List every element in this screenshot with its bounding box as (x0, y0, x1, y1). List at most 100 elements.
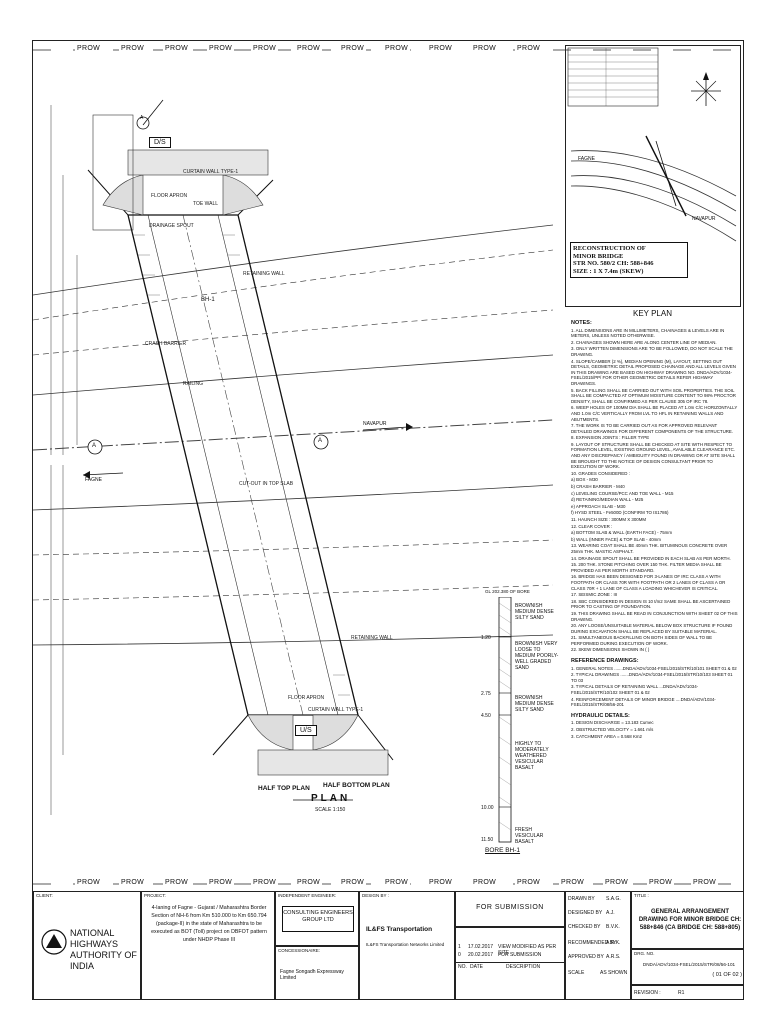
prow-label: PROW (383, 879, 410, 886)
prow-label: PROW (295, 45, 322, 52)
bore-depth: 11.50 (481, 837, 494, 843)
key-plan-navapur: NAVAPUR (692, 216, 716, 222)
rev-date: 17.02.2017 (468, 944, 494, 950)
plan-note: DRAINAGE SPOUT (149, 223, 194, 229)
rev-desc: FOR SUBMISSION (498, 952, 542, 958)
staff-cell: DRAWN BY S.A.G. DESIGNED BY A.J. CHECKED… (565, 891, 631, 999)
note-item: 3. TYPICAL DETAILS OF RETAINING WALL ...… (571, 684, 699, 696)
design-cell: DESIGN BY : IL&FS Transportation IL&FS T… (359, 891, 455, 999)
prow-label: PROW (119, 45, 146, 52)
reference-heading: REFERENCE DRAWINGS: (571, 658, 639, 665)
engineer-cell: INDEPENDENT ENGINEER: CONSULTING ENGINEE… (275, 891, 359, 946)
design-name: IL&FS Transportation (366, 926, 433, 933)
note-item: f) HYSD STEEL - Fe500D (CONFIRM TO IS178… (571, 510, 669, 516)
notes-heading: NOTES: (571, 320, 592, 326)
ds-label: D/S (149, 137, 171, 148)
staff-role: SCALE (568, 970, 585, 976)
staff-role: DESIGNED BY (568, 910, 603, 916)
rev-desc: VIEW MODIFIED AS PER SITE (498, 944, 557, 956)
plan-title: PLAN (311, 793, 351, 804)
prow-label: PROW (559, 879, 586, 886)
note-item: a) BOTTOM SLAB & WALL (EARTH FACE) - 75m… (571, 530, 673, 536)
drg-no: DNDA/ADV/1034-FSEL/2015/STR/08/56-101 (642, 962, 736, 967)
bh-label: BH-1 (201, 297, 215, 303)
note-item: d) RETAINING/MEDIAN WALL - M25 (571, 497, 644, 503)
concessionaire-caption: CONCESSIONAIRE: (278, 948, 321, 953)
note-item: 14. DRAINAGE SPOUT SHALL BE PROVIDED IN … (571, 555, 731, 561)
prow-label: PROW (427, 45, 454, 52)
rev-divider (456, 962, 564, 963)
rev-no: 0 (458, 952, 461, 958)
bore-stratum: BROWNISH MEDIUM DENSE SILTY SAND (515, 695, 554, 713)
rev-header: NO. (458, 964, 467, 970)
note-item: 12. CLEAR COVER : (571, 523, 613, 529)
note-item: 11. HAUNCH SIZE : 300MM X 300MM (571, 517, 647, 522)
section-mark-top: A (140, 115, 144, 121)
note-item: a) BOX - M30 (571, 477, 598, 483)
us-label: U/S (295, 725, 317, 736)
note-item: 6. WEEP HOLES OF 100MM DIA SHALL BE PLAC… (571, 405, 738, 422)
note-item: 3. ONLY WRITTEN DIMENSIONS ARE TO BE FOL… (571, 346, 733, 357)
drg-caption: DRG. NO. (634, 951, 655, 956)
project-text: 4-laning of Fagne - Gujarat / Maharashtr… (151, 905, 267, 943)
drawing-title: GENERAL ARRANGEMENT DRAWING FOR MINOR BR… (638, 909, 742, 931)
section-mark-left: A (92, 443, 97, 449)
prow-label: PROW (75, 45, 102, 52)
half-bottom-plan-label: HALF BOTTOM PLAN (323, 782, 390, 789)
bore-depth: 10.00 (481, 805, 494, 811)
reference-list: 1. GENERAL NOTES .......DNDA/ADV/1034-FS… (571, 666, 739, 708)
plan-note: FLOOR APRON (288, 695, 325, 701)
plan-note: RETAINING WALL (351, 635, 393, 641)
note-item: 1. DESIGN DISCHARGE = 13.183 Cumec (571, 720, 654, 726)
navapur-label: NAVAPUR (363, 421, 387, 427)
note-item: 4. SLOPE/CAMBER (2 %), MEDIAN OPENING (M… (571, 358, 736, 386)
prow-label: PROW (515, 879, 542, 886)
staff-name: A.J. (606, 910, 615, 916)
prow-label: PROW (691, 879, 718, 886)
design-caption: DESIGN BY : (362, 893, 389, 898)
bore-stratum: FRESH VESICULAR BASALT (515, 827, 544, 845)
prow-label: PROW (339, 879, 366, 886)
key-plan-caption-line: SIZE : 1 X 7.4m (SKEW) (573, 267, 644, 275)
note-item: 7. THE WORK IS TO BE CARRIED OUT AS FOR … (571, 423, 734, 434)
note-item: 10. GRADES CONSIDERED : (571, 470, 630, 476)
rev-date: 20.02.2017 (468, 952, 494, 958)
note-item: 2. OBSTRUCTED VELOCITY = 1.661 m/s (571, 727, 654, 732)
note-item: b) WALL (INNER FACE) & TOP SLAB - 40mm (571, 536, 661, 542)
concessionaire-name: Fagne Songadh Expressway Limited (280, 969, 344, 981)
prow-label: PROW (251, 45, 278, 52)
project-caption: PROJECT: (144, 893, 166, 898)
drawing-sheet: PROW PROW PROW PROW PROW PROW PROW PROW … (32, 40, 744, 1000)
staff-name: S.A.G. (606, 896, 621, 902)
staff-name: B.V.K. (606, 924, 620, 930)
note-item: 18. SBC CONSIDERED IN DESIGN IS 10 t/m2 … (571, 598, 731, 610)
bore-depth: 4.50 (481, 713, 491, 719)
half-top-plan-label: HALF TOP PLAN (258, 785, 310, 792)
staff-name: AS SHOWN (600, 970, 628, 976)
note-item: 20. ANY LOOSE/UNSUITABLE MATERIAL BELOW … (571, 623, 733, 634)
key-plan-caption-line: MINOR BRIDGE (573, 252, 624, 260)
submission-cell: FOR SUBMISSION (455, 891, 565, 927)
project-cell: PROJECT: 4-laning of Fagne - Gujarat / M… (141, 891, 275, 999)
note-item: 17. SEISMIC ZONE : III (571, 592, 618, 598)
staff-name: A.R.K. (606, 940, 621, 946)
client-caption: CLIENT: (36, 893, 53, 898)
revision-value: R1 (678, 990, 685, 996)
revision-table: 1 17.02.2017 VIEW MODIFIED AS PER SITE 0… (455, 927, 565, 999)
concessionaire-cell: CONCESSIONAIRE: Fagne Songadh Expressway… (275, 946, 359, 999)
key-plan-panel: FAGNE NAVAPUR RECONSTRUCTION OF MINOR BR… (565, 45, 741, 307)
note-item: 22. SKEW DIMENSIONS SHOWN IN ( ) (571, 647, 650, 653)
note-item: 21. SIMULTANEOUS BACKFILLING ON BOTH SID… (571, 635, 713, 646)
plan-drawing (33, 99, 553, 815)
note-item: 13. WEARING COAT SHALL BE 40mm THK. BITU… (571, 543, 728, 554)
note-item: 5. BACK FILLING SHALL BE CARRIED OUT WIT… (571, 387, 736, 404)
revision-caption: REVISION : (634, 990, 661, 996)
note-item: 15. 200 THK. STONE PITCHING OVER 150 THK… (571, 562, 722, 573)
design-sub: IL&FS Transportation Networks Limited (366, 942, 445, 947)
bore-stratum: BROWNISH VERY LOOSE TO MEDIUM POORLY-WEL… (515, 641, 559, 671)
prow-label: PROW (207, 45, 234, 52)
section-mark-right: A (318, 438, 323, 444)
plan-note: RAILING (183, 381, 204, 387)
plan-note: RETAINING WALL (243, 271, 285, 277)
